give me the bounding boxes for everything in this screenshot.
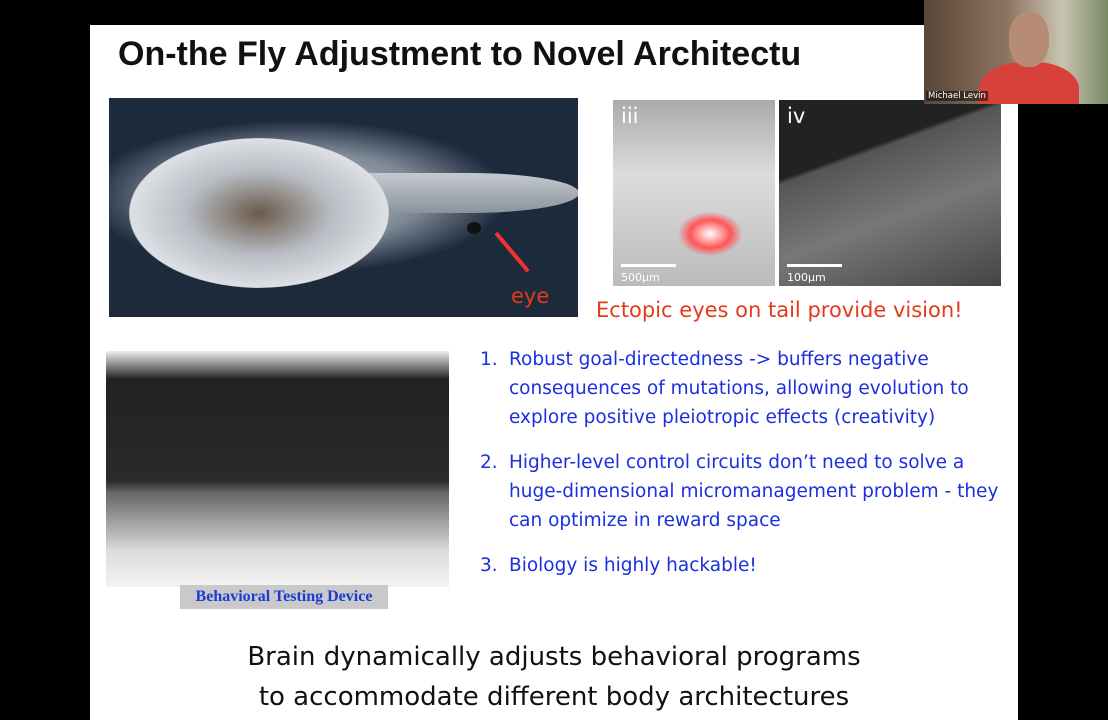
conclusion: Brain dynamically adjusts behavioral pro… [90, 637, 1018, 717]
device-label: Behavioral Testing Device [180, 585, 388, 609]
item-number: 3. [480, 555, 498, 576]
item-number: 1. [480, 349, 498, 370]
scale-bar: 500µm [621, 264, 676, 284]
webcam-tile[interactable]: Michael Levin [924, 0, 1108, 104]
ectopic-eye [467, 222, 481, 234]
micrograph-iv: iv 100µm [779, 100, 1001, 286]
list-item: 2. Higher-level control circuits don’t ne… [480, 448, 1010, 535]
presentation-slide: On-the Fly Adjustment to Novel Architect… [90, 25, 1018, 720]
tadpole-body [129, 138, 389, 288]
list-item: 1. Robust goal-directedness -> buffers ne… [480, 345, 1010, 432]
item-text: Robust goal-directedness -> buffers nega… [509, 349, 969, 428]
testing-device-image [106, 351, 449, 587]
speaker-body [979, 62, 1079, 104]
scale-bar: 100µm [787, 264, 842, 284]
item-text: Biology is highly hackable! [509, 555, 757, 576]
list-item: 3. Biology is highly hackable! [480, 551, 1010, 580]
bullet-points: 1. Robust goal-directedness -> buffers ne… [480, 345, 1010, 596]
conclusion-line: to accommodate different body architectu… [258, 682, 850, 712]
speaker-head [1009, 12, 1049, 67]
micrograph-iii: iii 500µm [613, 100, 775, 286]
item-text: Higher-level control circuits don’t need… [509, 452, 999, 531]
participant-name: Michael Levin [926, 91, 988, 101]
panel-label: iii [621, 104, 639, 128]
arrow-icon [494, 231, 530, 273]
conclusion-line: Brain dynamically adjusts behavioral pro… [247, 642, 861, 672]
slide-title: On-the Fly Adjustment to Novel Architect… [118, 35, 802, 73]
item-number: 2. [480, 452, 498, 473]
eye-label: eye [511, 284, 550, 308]
panel-label: iv [787, 104, 806, 128]
tadpole-tail [359, 173, 578, 213]
vision-caption: Ectopic eyes on tail provide vision! [596, 298, 963, 322]
tadpole-image: eye [109, 98, 578, 317]
